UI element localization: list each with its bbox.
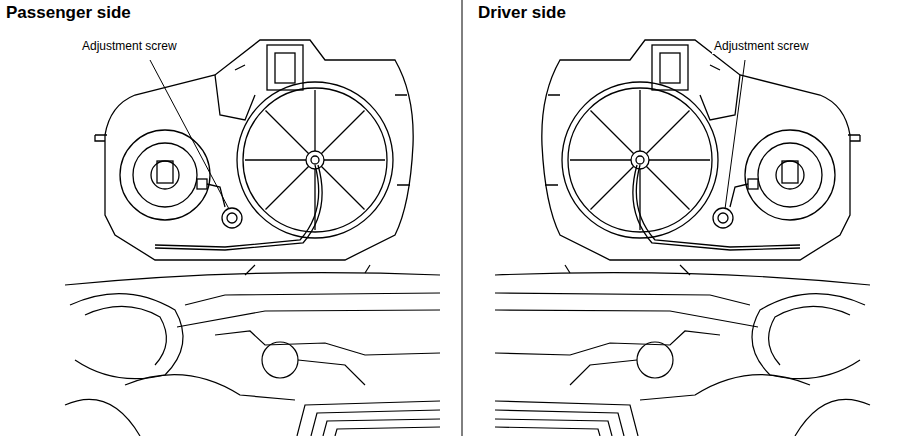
driver-headlamp [542, 40, 860, 260]
part-label: Adjustment screw [712, 40, 811, 54]
side-heading: Passenger side [4, 3, 133, 23]
leader-line [150, 60, 229, 209]
leader-line [725, 60, 745, 209]
divider-line [462, 0, 463, 436]
driver-car-front [495, 265, 870, 436]
part-label: Adjustment screw [80, 40, 179, 54]
side-heading: Driver side [476, 3, 568, 23]
passenger-car-front [65, 265, 440, 436]
passenger-headlamp [95, 40, 413, 260]
